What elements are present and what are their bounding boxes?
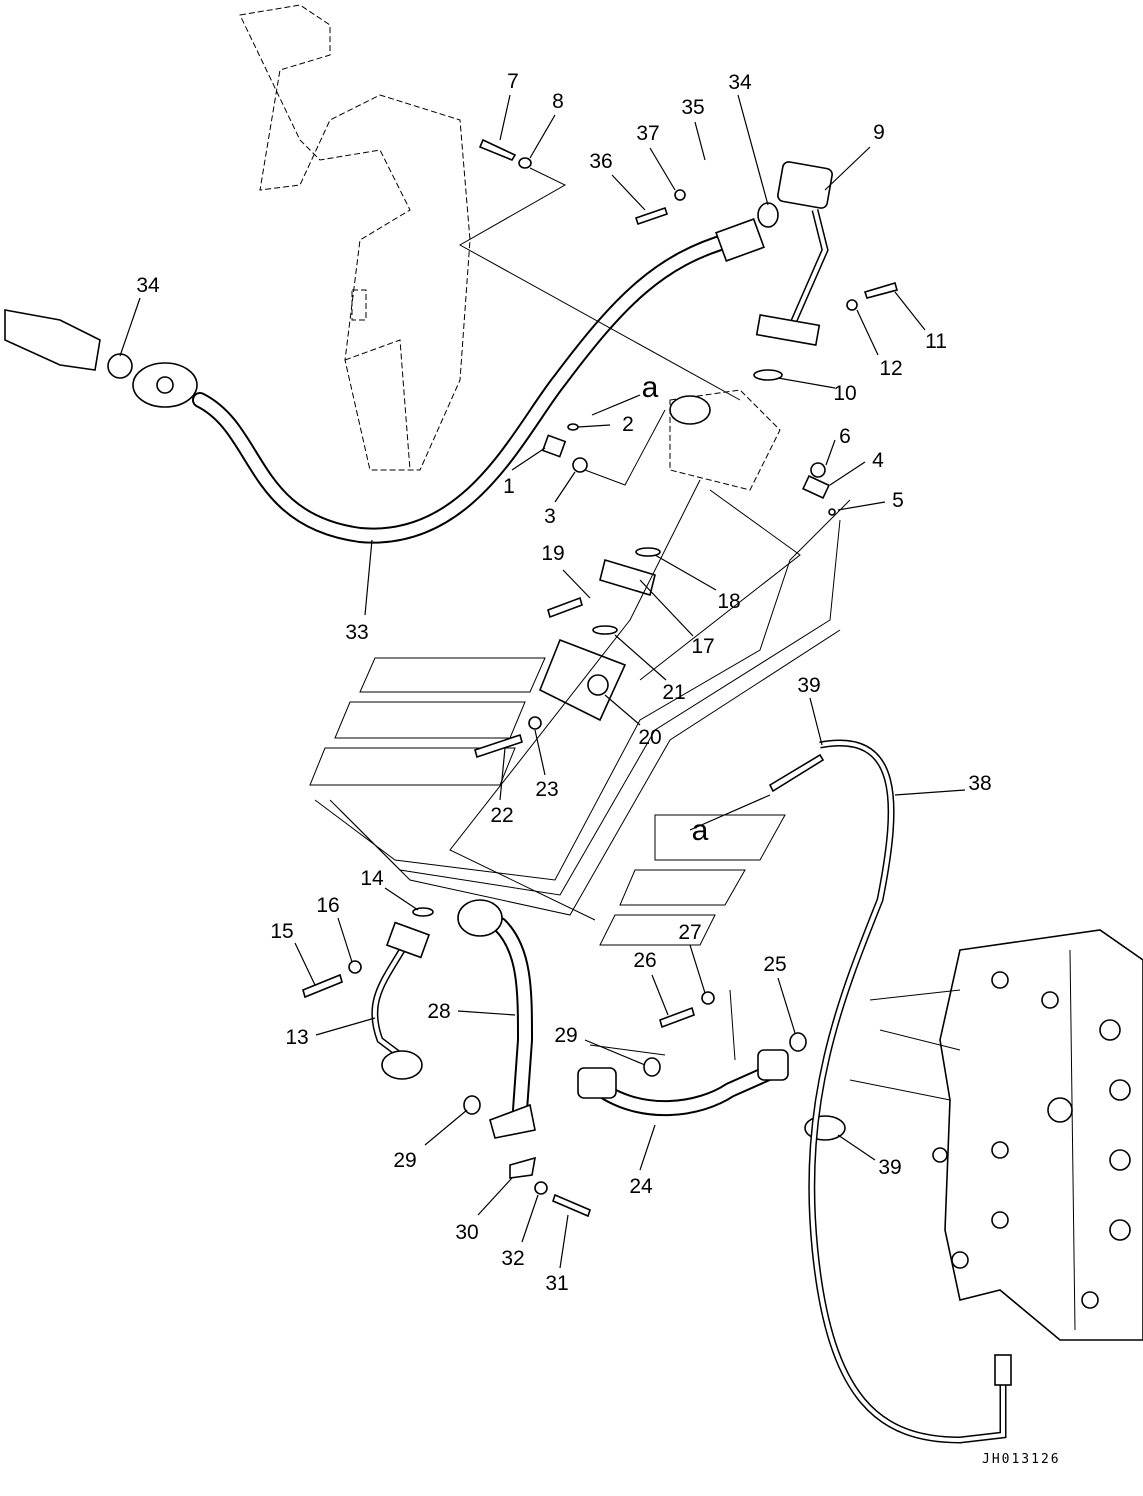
callout-labels: 7 8 34 35 37 36 9 34 11 12 10 2 1 3 6 4 … (136, 70, 1061, 1467)
callout-28: 28 (427, 1000, 450, 1023)
valve-block (669, 389, 781, 491)
callout-1: 1 (503, 475, 515, 498)
callout-27: 27 (678, 921, 701, 944)
callout-20: 20 (638, 726, 661, 749)
callout-8: 8 (552, 90, 564, 113)
callout-25: 25 (763, 953, 786, 976)
callout-34: 34 (728, 71, 752, 94)
pump-fitting (4, 309, 101, 371)
view-marker-a-bottom: a (692, 814, 709, 847)
callout-5: 5 (892, 489, 904, 512)
callout-39-bottom: 39 (878, 1156, 901, 1179)
tube-13 (371, 921, 431, 1080)
callout-31: 31 (545, 1272, 568, 1295)
callout-21: 21 (662, 681, 685, 704)
callout-30: 30 (455, 1221, 478, 1244)
callout-13: 13 (285, 1026, 308, 1049)
callout-6: 6 (839, 425, 851, 448)
bolts (302, 138, 898, 1218)
callout-19: 19 (541, 542, 564, 565)
callout-26: 26 (633, 949, 656, 972)
callout-24: 24 (629, 1175, 653, 1198)
fitting-4 (802, 474, 830, 500)
callout-15: 15 (270, 920, 293, 943)
callout-4: 4 (872, 449, 884, 472)
plate-17 (599, 558, 656, 597)
callout-14: 14 (360, 867, 384, 890)
callout-12: 12 (879, 357, 902, 380)
callout-36: 36 (589, 150, 612, 173)
base-plates (309, 499, 851, 946)
callout-11: 11 (925, 330, 947, 353)
control-valve (849, 929, 1143, 1341)
tube-28 (457, 899, 537, 1179)
callout-9: 9 (873, 121, 885, 144)
callout-7: 7 (507, 70, 519, 93)
hose-33 (132, 218, 765, 544)
leader-lines (119, 94, 966, 1269)
callout-34-left: 34 (136, 274, 160, 297)
callout-17: 17 (691, 635, 714, 658)
callout-35: 35 (681, 96, 704, 119)
callout-2: 2 (622, 413, 634, 436)
tube-9 (755, 161, 833, 346)
callout-16: 16 (316, 894, 339, 917)
view-marker-a-top: a (642, 371, 659, 404)
callout-29-left: 29 (393, 1149, 416, 1172)
tube-24 (577, 1049, 789, 1117)
callout-29-right: 29 (554, 1024, 577, 1047)
callout-39-top: 39 (797, 674, 820, 697)
o-ring-34-left (107, 353, 133, 379)
callout-33: 33 (345, 621, 368, 644)
callout-23: 23 (535, 778, 558, 801)
fitting-1 (541, 434, 567, 458)
frame-bracket (239, 4, 471, 471)
callout-10: 10 (833, 382, 856, 405)
callout-3: 3 (544, 505, 556, 528)
callout-32: 32 (501, 1247, 524, 1270)
callout-22: 22 (490, 804, 513, 827)
callout-18: 18 (717, 590, 740, 613)
hose-38 (808, 739, 1012, 1444)
callout-37: 37 (636, 122, 659, 145)
callout-38: 38 (968, 772, 991, 795)
drawing-code: JH013126 (982, 1452, 1061, 1467)
